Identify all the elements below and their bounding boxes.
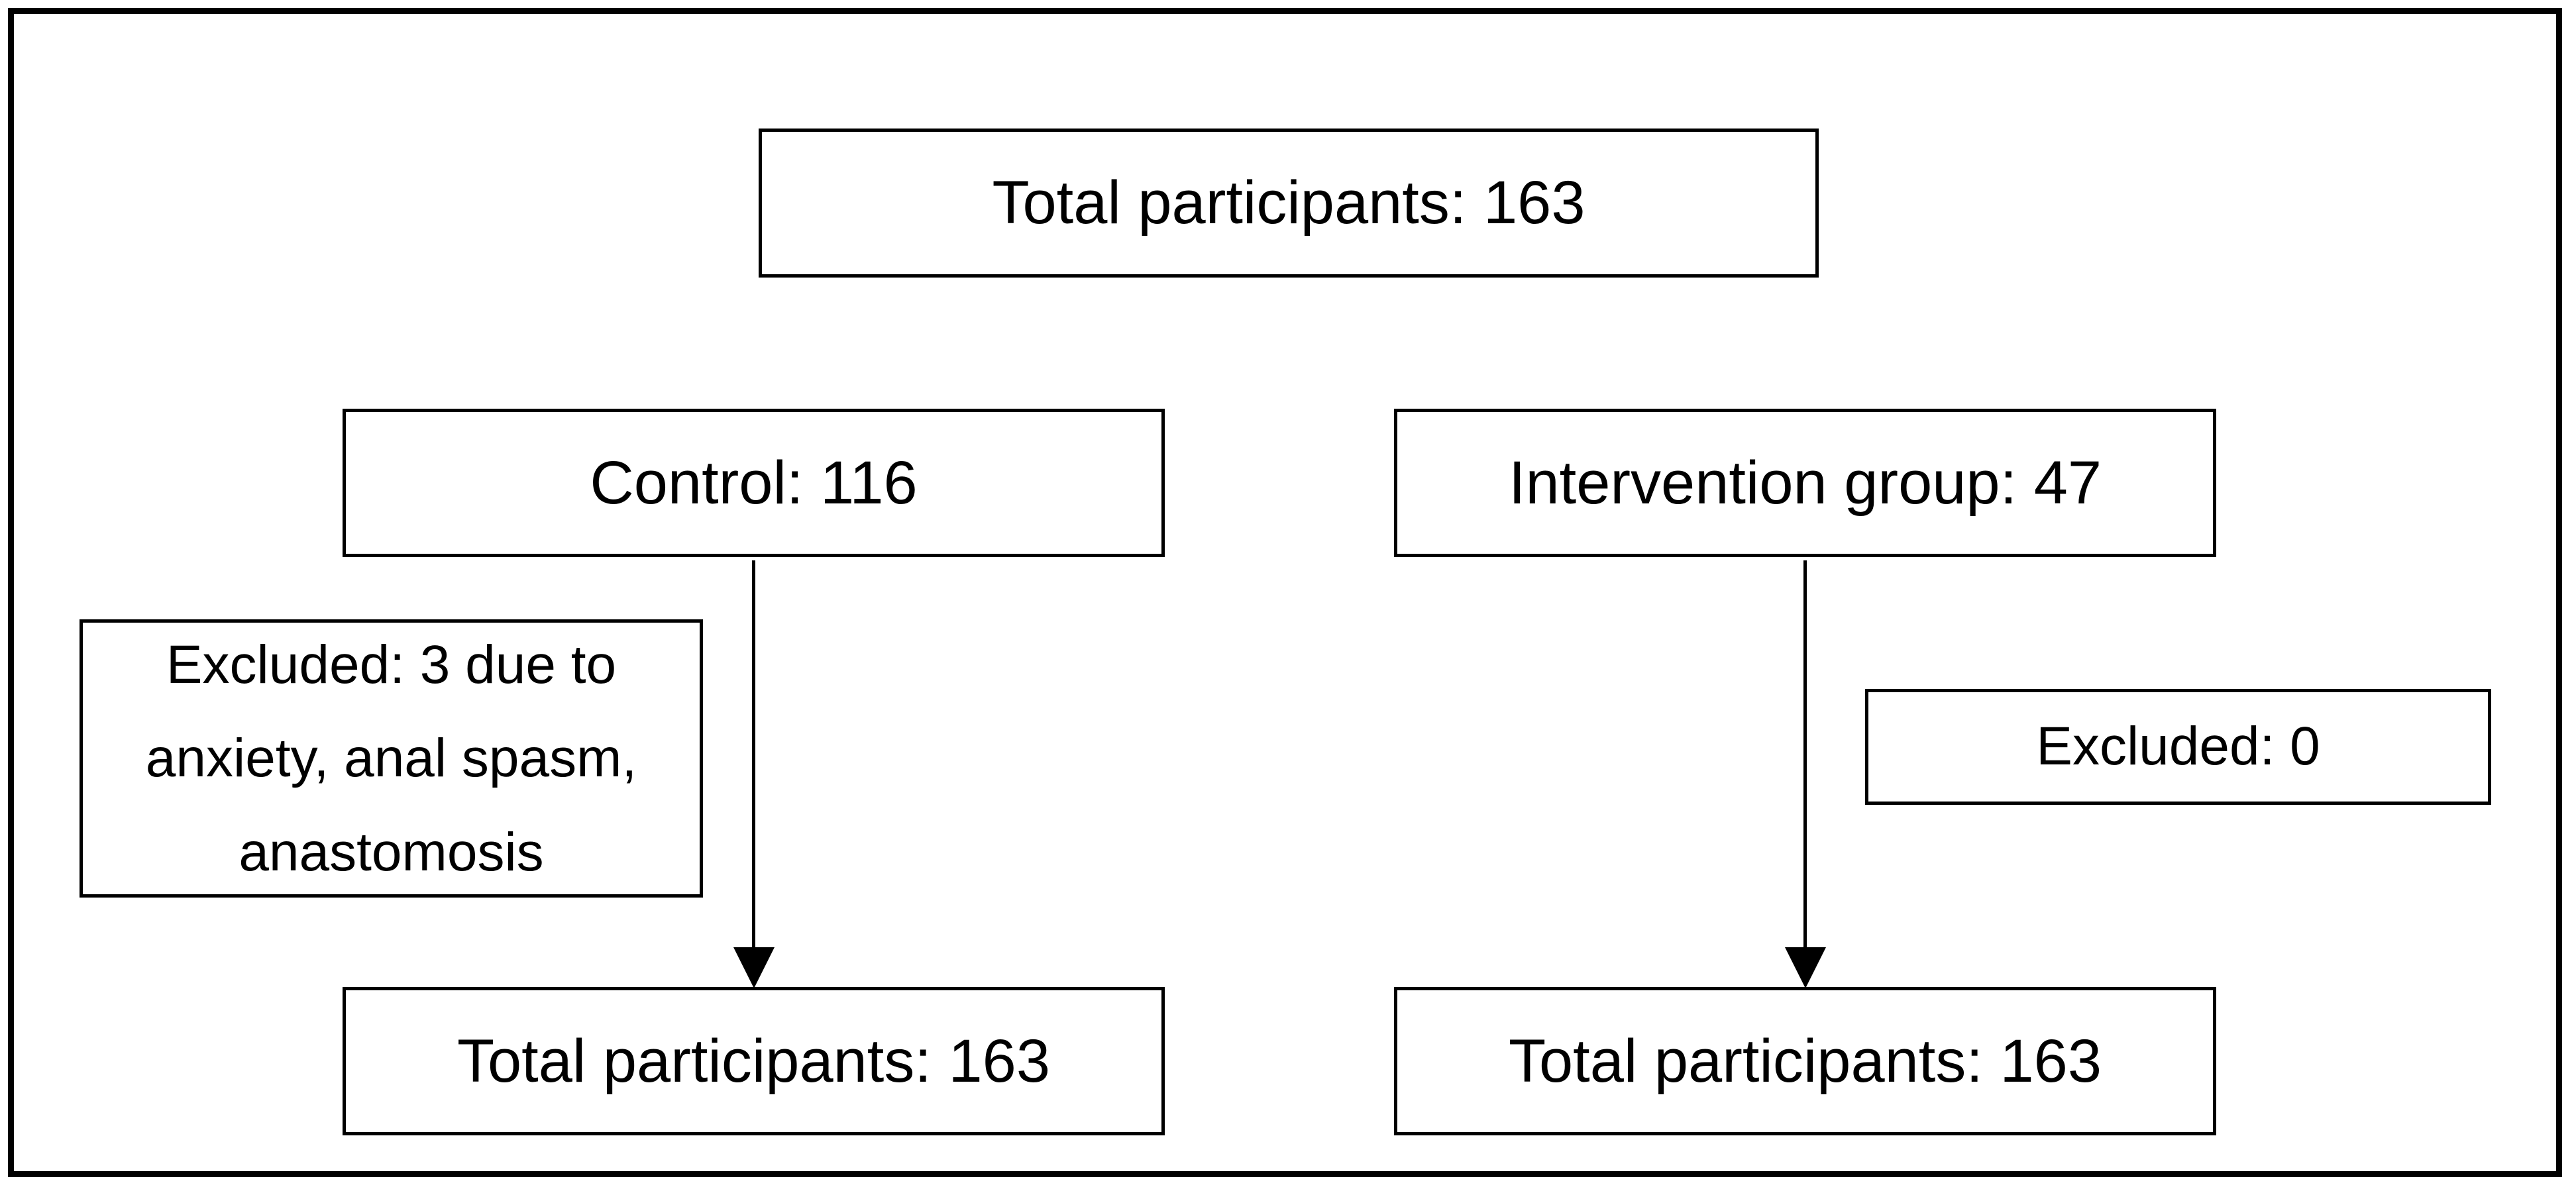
intervention-group-box: Intervention group: 47 [1394,409,2216,557]
total-participants-top-box: Total participants: 163 [759,129,1819,278]
control-total-box: Total participants: 163 [343,987,1165,1135]
control-excluded-line-2: anxiety, anal spasm, [145,728,637,789]
control-total-label: Total participants: 163 [457,1027,1050,1095]
control-down-arrowhead-icon [733,947,775,988]
control-excluded-line-3: anastomosis [239,821,544,882]
intervention-excluded-label: Excluded: 0 [2036,716,2320,777]
total-participants-top-label: Total participants: 163 [992,169,1585,236]
intervention-down-arrowhead-icon [1785,947,1826,988]
control-down-arrow-line [752,560,755,950]
intervention-total-label: Total participants: 163 [1509,1027,2102,1095]
diagram-outer-frame [8,8,2562,1177]
control-excluded-box: Excluded: 3 due to anxiety, anal spasm, … [80,619,703,898]
intervention-group-label: Intervention group: 47 [1508,448,2102,517]
control-group-box: Control: 116 [343,409,1165,557]
intervention-down-arrow-line [1803,560,1807,950]
intervention-total-box: Total participants: 163 [1394,987,2216,1135]
intervention-excluded-box: Excluded: 0 [1865,689,2491,805]
control-group-label: Control: 116 [590,448,918,517]
control-excluded-line-1: Excluded: 3 due to [166,635,617,696]
